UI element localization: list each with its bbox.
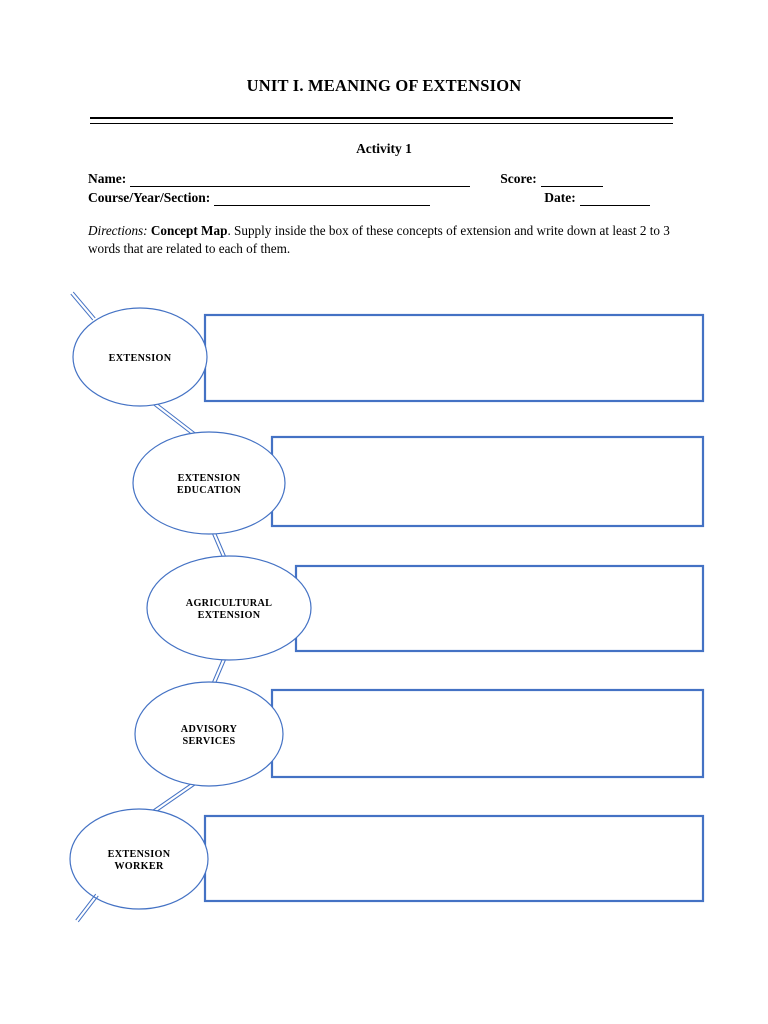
name-input[interactable] — [130, 172, 471, 187]
answer-box-agricultural-extension[interactable] — [294, 564, 705, 653]
name-label: Name: — [88, 171, 127, 186]
connector-stub-top — [70, 291, 96, 321]
concept-ellipse-agricultural-extension[interactable] — [146, 555, 312, 661]
score-label: Score: — [500, 171, 537, 186]
directions-lead: Directions: — [88, 223, 148, 238]
page-title: UNIT I. MEANING OF EXTENSION — [246, 76, 522, 95]
directions-text: Directions: Concept Map. Supply inside t… — [88, 222, 680, 257]
course-label: Course/Year/Section: — [88, 190, 211, 205]
answer-box-extension-worker[interactable] — [203, 814, 705, 903]
name-score-row: Name: Score: — [88, 168, 688, 187]
directions-body: . Supply inside the box of these concept… — [88, 223, 670, 256]
answer-box-advisory-services[interactable] — [270, 688, 705, 779]
activity-label: Activity 1 — [356, 141, 412, 156]
date-input[interactable] — [579, 191, 650, 206]
directions-task: Concept Map — [150, 223, 228, 238]
date-label: Date: — [544, 190, 576, 205]
concept-ellipse-extension-worker[interactable] — [69, 808, 209, 910]
concept-label-extension: EXTENSION — [109, 353, 172, 364]
concept-ellipse-extension-education[interactable] — [132, 431, 286, 535]
course-input[interactable] — [214, 191, 431, 206]
concept-ellipse-advisory-services[interactable] — [134, 681, 284, 787]
header-divider — [90, 117, 673, 124]
course-date-row: Course/Year/Section: Date: — [88, 187, 688, 206]
score-input[interactable] — [540, 172, 603, 187]
student-info-block: Name: Score: Course/Year/Section: Date: — [88, 168, 688, 206]
connector-advisory-services-to-extension-worker — [150, 780, 198, 815]
connector-stub-bottom — [75, 893, 99, 923]
concept-ellipse-extension[interactable] — [72, 307, 208, 407]
connector-extension-to-extension-education — [151, 400, 198, 438]
answer-box-extension[interactable] — [203, 313, 705, 403]
answer-box-extension-education[interactable] — [270, 435, 705, 528]
